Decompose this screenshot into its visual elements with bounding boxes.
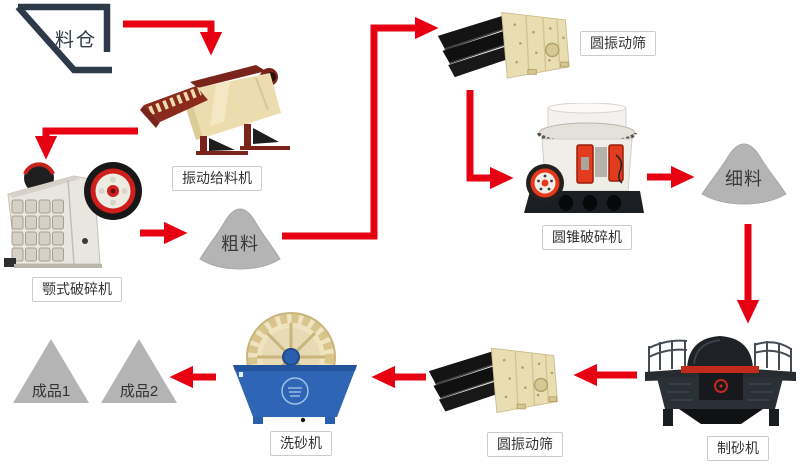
- sand-maker-image: [643, 326, 798, 428]
- silo-shape: [12, 2, 116, 76]
- sand-maker-label: 制砂机: [707, 436, 769, 461]
- jaw-crusher-label: 颚式破碎机: [32, 277, 122, 302]
- arrow-silo-to-feeder: [123, 20, 223, 56]
- sand-washer-image: [227, 305, 367, 429]
- fine-material-pile: 细料: [698, 141, 790, 207]
- coarse-material-label: 粗料: [221, 234, 259, 254]
- feeder-label: 振动给料机: [172, 166, 262, 191]
- bottom-screen-label: 圆振动筛: [487, 432, 563, 457]
- top-vibrating-screen-image: [436, 5, 586, 93]
- bottom-vibrating-screen-image: [427, 340, 574, 428]
- product-2-label: 成品2: [119, 383, 159, 400]
- coarse-material-pile: 粗料: [196, 206, 284, 272]
- product-1-pile: 成品1: [10, 336, 92, 406]
- sand-washer-label: 洗砂机: [270, 431, 332, 456]
- cone-crusher-image: [516, 103, 646, 218]
- jaw-crusher-image: [4, 160, 144, 272]
- top-screen-label: 圆振动筛: [580, 31, 656, 56]
- product-1-label: 成品1: [31, 383, 71, 400]
- arrow-top-screen-to-cone-crusher: [466, 90, 514, 190]
- arrow-feeder-to-jaw-crusher: [34, 127, 138, 160]
- product-2-pile: 成品2: [98, 336, 180, 406]
- silo-label: 料仓: [55, 30, 98, 51]
- fine-material-label: 细料: [725, 169, 763, 189]
- vibrating-feeder-image: [138, 58, 293, 156]
- cone-crusher-label: 圆锥破碎机: [542, 225, 632, 250]
- arrow-coarse-to-top-screen: [282, 16, 439, 240]
